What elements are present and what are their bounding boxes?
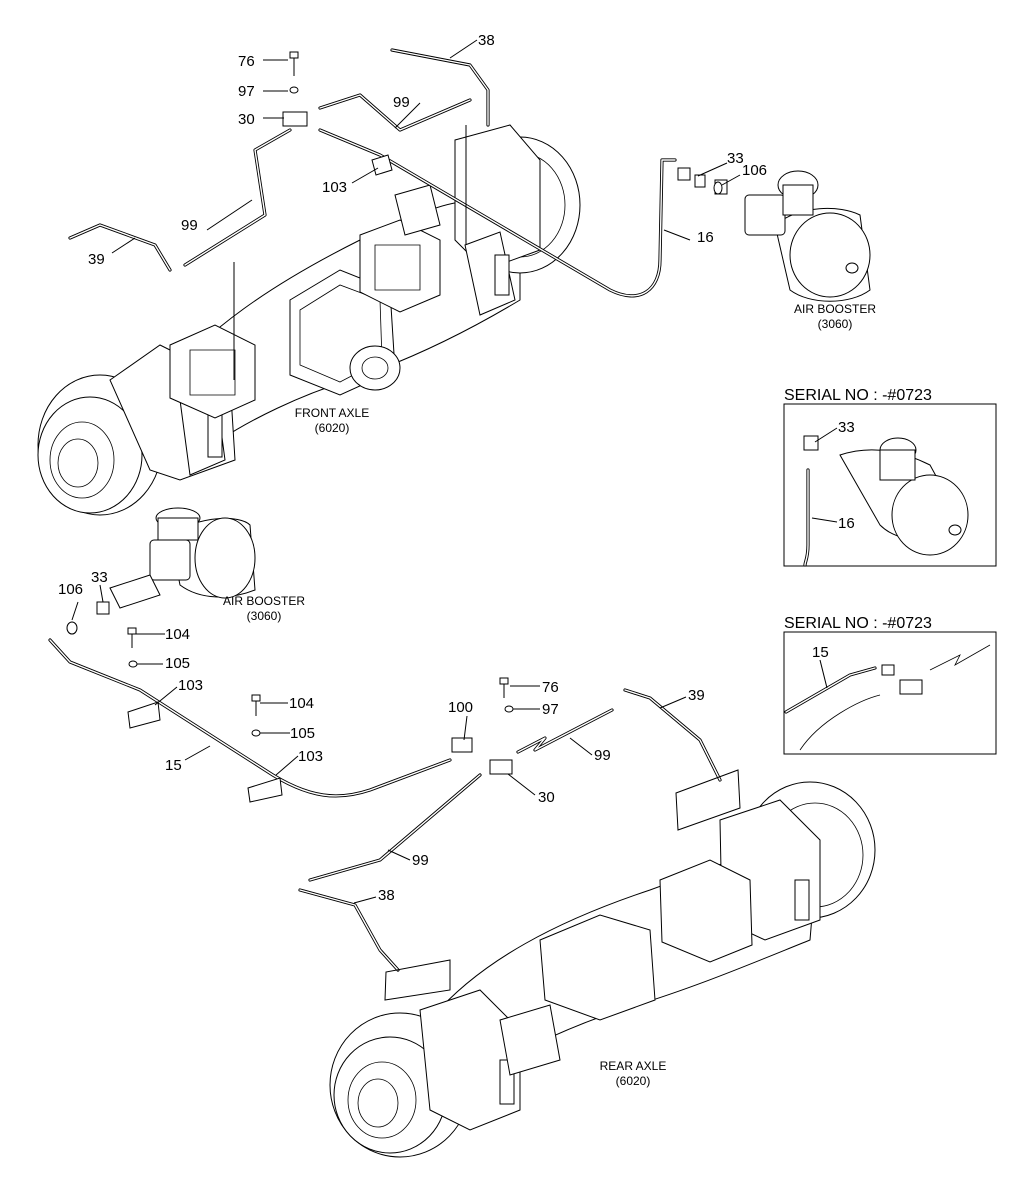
- callout-103-rear-b: 103: [298, 748, 323, 765]
- air-booster-top-code: (3060): [818, 317, 853, 331]
- callout-100-rear: 100: [448, 699, 473, 716]
- callout-97-front: 97: [238, 83, 255, 100]
- inset-1-serial-title: SERIAL NO : -#0723: [784, 387, 932, 404]
- callout-15-inset: 15: [812, 644, 829, 661]
- rear-pipes: [48, 627, 741, 1001]
- callout-99-front-left: 99: [181, 217, 198, 234]
- callout-39-rear: 39: [688, 687, 705, 704]
- callout-30-front: 30: [238, 111, 255, 128]
- callout-99-rear-lower: 99: [412, 852, 429, 869]
- callout-76-rear: 76: [542, 679, 559, 696]
- air-booster-top-label: AIR BOOSTER: [794, 302, 876, 316]
- air-booster-mid-label: AIR BOOSTER: [223, 594, 305, 608]
- callout-38-front: 38: [478, 32, 495, 49]
- callout-39-front: 39: [88, 251, 105, 268]
- air-booster-mid-code: (3060): [247, 609, 282, 623]
- callout-16-front: 16: [697, 229, 714, 246]
- callout-104-rear-b: 104: [289, 695, 314, 712]
- callout-106-front: 106: [742, 162, 767, 179]
- front-axle-label: FRONT AXLE: [295, 406, 369, 420]
- callout-33-rear: 33: [91, 569, 108, 586]
- inset-2-serial-title: SERIAL NO : -#0723: [784, 615, 932, 632]
- callout-103-front: 103: [322, 179, 347, 196]
- callout-99-front-top: 99: [393, 94, 410, 111]
- callout-97-rear: 97: [542, 701, 559, 718]
- leader-lines: [71, 39, 838, 904]
- front-pipes: [68, 48, 723, 380]
- front-axle-code: (6020): [315, 421, 350, 435]
- air-booster-top: [714, 170, 871, 302]
- callout-105-rear-b: 105: [290, 725, 315, 742]
- callout-105-rear-a: 105: [165, 655, 190, 672]
- callout-103-rear-a: 103: [178, 677, 203, 694]
- callout-15-rear: 15: [165, 757, 182, 774]
- inset-serial-2: [783, 631, 997, 755]
- callout-99-rear-upper: 99: [594, 747, 611, 764]
- rear-axle-label: REAR AXLE: [600, 1059, 667, 1073]
- rear-axle: [329, 781, 876, 1158]
- callout-106-rear: 106: [58, 581, 83, 598]
- rear-axle-code: (6020): [616, 1074, 651, 1088]
- callout-76-front: 76: [238, 53, 255, 70]
- callout-16-inset: 16: [838, 515, 855, 532]
- inset-serial-1: [783, 403, 997, 567]
- callout-numbers: 76 97 30 38 99 103 99 39 33 106 16 33 16…: [58, 32, 855, 904]
- callout-33-inset: 33: [838, 419, 855, 436]
- callout-33-front: 33: [727, 150, 744, 167]
- callout-30-rear: 30: [538, 789, 555, 806]
- assembly-labels: AIR BOOSTER (3060) FRONT AXLE (6020) AIR…: [223, 302, 876, 1088]
- front-axle: [37, 124, 581, 516]
- callout-38-rear: 38: [378, 887, 395, 904]
- air-booster-mid: [66, 507, 256, 635]
- inset-titles: SERIAL NO : -#0723 SERIAL NO : -#0723: [784, 387, 932, 632]
- callout-104-rear-a: 104: [165, 626, 190, 643]
